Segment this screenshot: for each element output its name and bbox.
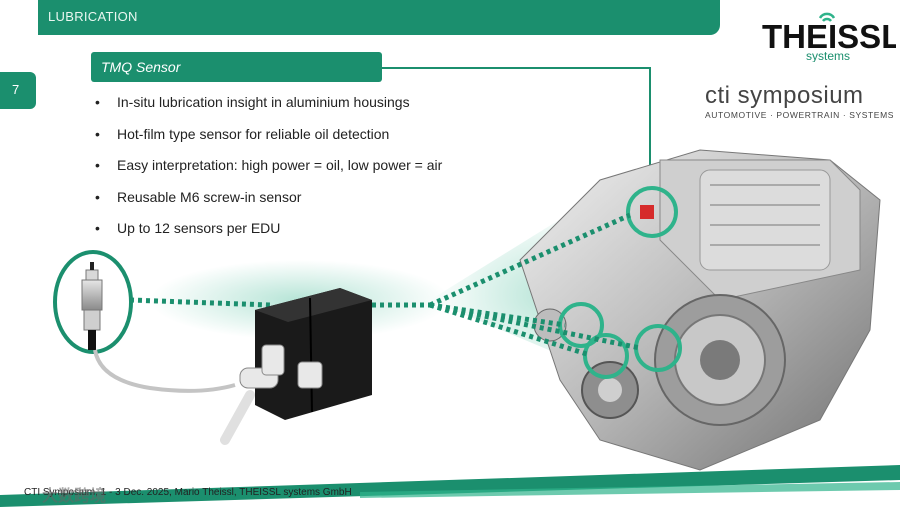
sensor-marker: [640, 205, 654, 219]
theissl-logo: THEISSL systems: [758, 8, 900, 63]
slide-subtitle-box: TMQ Sensor: [91, 52, 382, 82]
sensor-cable: [93, 349, 236, 393]
bullet-list: In-situ lubrication insight in aluminium…: [95, 92, 442, 250]
footer-stripe: [360, 482, 900, 498]
footer-stripe: [0, 465, 900, 507]
slide-subtitle: TMQ Sensor: [101, 59, 181, 75]
dotted-connectors: [129, 212, 641, 358]
tmq-sensor-probe: [81, 262, 103, 350]
bullet-item: Reusable M6 screw-in sensor: [95, 187, 442, 219]
wifi-arc-icon: [822, 17, 832, 22]
theissl-logo-subtext: systems: [806, 49, 850, 62]
footer-text: CTI Symposium, 1 - 3 Dec. 2025, Mario Th…: [24, 487, 352, 498]
page-number: 7: [12, 82, 20, 97]
bullet-item: In-situ lubrication insight in aluminium…: [95, 92, 442, 124]
theissl-logo-graphic: THEISSL systems: [762, 12, 900, 63]
callout-line: [382, 67, 651, 198]
section-title: LUBRICATION: [48, 9, 138, 24]
bullet-item: Hot-film type sensor for reliable oil de…: [95, 124, 442, 156]
section-header-bar: LUBRICATION: [38, 0, 720, 35]
footer-watermark: 大数跨境: [42, 488, 107, 505]
cti-symposium-logo: cti symposium AUTOMOTIVE · POWERTRAIN · …: [705, 82, 893, 122]
bullet-item: Up to 12 sensors per EDU: [95, 218, 442, 250]
bullet-item: Easy interpretation: high power = oil, l…: [95, 155, 442, 187]
page-number-badge: 7: [0, 72, 36, 109]
cti-logo-name: cti symposium: [705, 82, 864, 109]
sensor-module: [220, 288, 372, 445]
sensor-probe-ring: [53, 250, 133, 354]
cti-logo-tagline: AUTOMOTIVE · POWERTRAIN · SYSTEMS: [705, 110, 895, 120]
gearbox-housing: [519, 149, 881, 471]
theissl-logo-text: THEISSL: [762, 18, 896, 55]
sensor-location-ring: [626, 186, 678, 238]
wifi-arc-icon: [818, 12, 836, 19]
